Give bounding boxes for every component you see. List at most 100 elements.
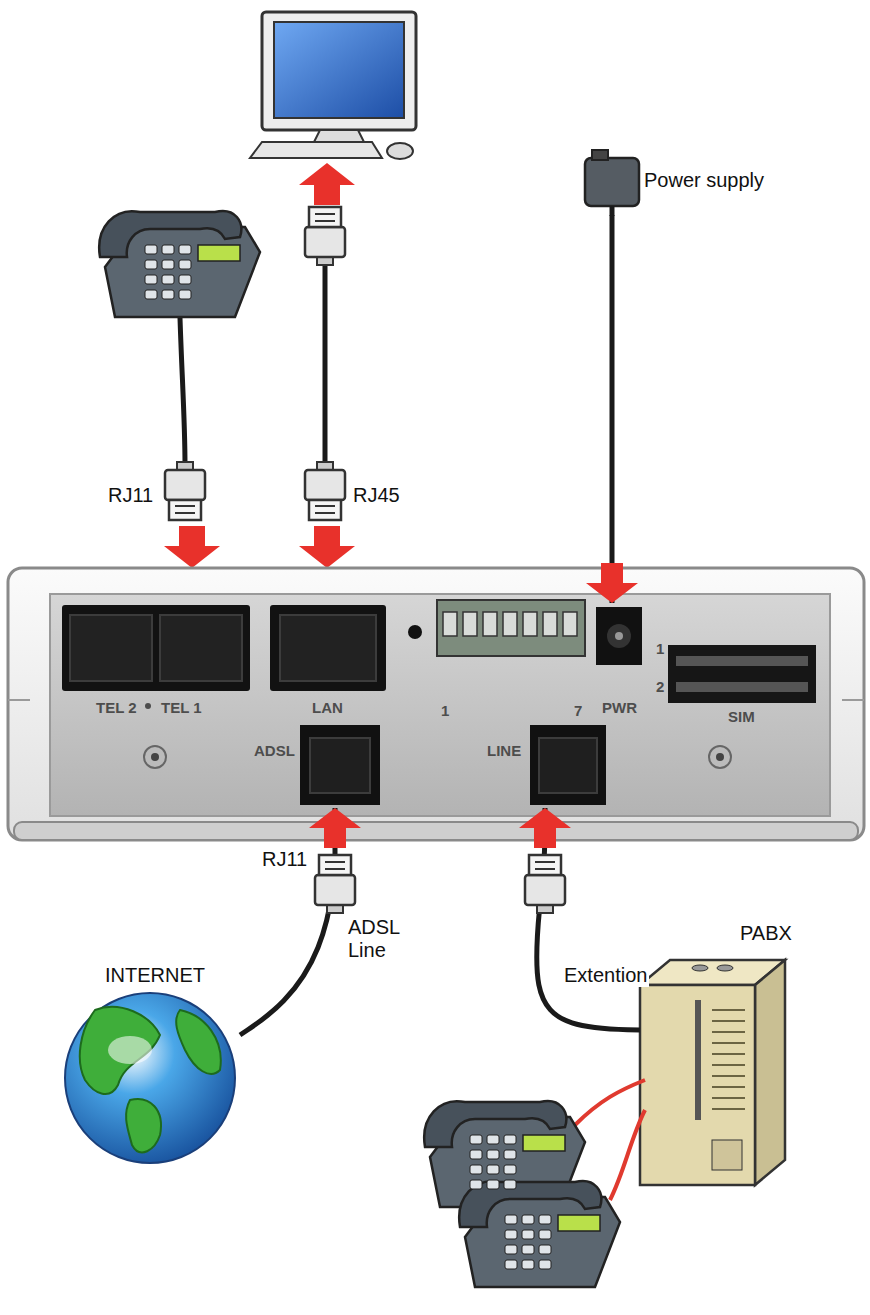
node-label: PABX [740,922,792,945]
red-arrow [299,526,355,568]
sim-slot-number: 1 [656,640,664,657]
keypad [505,1260,517,1269]
extension-phones [459,1181,620,1287]
vent-slots [712,1075,745,1077]
gateway-housing [615,632,623,640]
power-adapter [585,150,639,216]
keypad [539,1230,551,1239]
gateway-housing [668,645,816,703]
gateway-housing [676,656,808,666]
red-arrow [299,163,355,205]
gateway-housing [716,753,724,761]
keypad [504,1165,516,1174]
pabx-cabinet [695,1000,701,1120]
node-label: Power supply [644,169,764,192]
keypad [145,245,157,254]
terminal-block [443,612,577,636]
power-adapter [592,150,608,160]
gateway-housing [842,699,864,701]
keypad [505,1215,517,1224]
gateway-housing [709,746,731,768]
gateway-housing [539,738,597,793]
keypad [522,1260,534,1269]
vent-slots [712,1031,745,1033]
keypad [505,1245,517,1254]
pabx-cabinet [717,965,733,971]
keypad [470,1135,482,1144]
line-port: LINE [483,722,609,808]
cable-label: Extention [562,964,649,987]
cable-connector [240,808,335,1035]
keypad [522,1245,534,1254]
terminal-block [523,612,537,636]
cable-connector [537,808,640,1030]
keypad [162,245,174,254]
terminal-number: 1 [441,702,449,719]
gateway-housing [50,594,830,816]
computer [262,12,416,130]
power-adapter [610,206,615,216]
lan-cable [305,207,345,520]
vent-slots [712,1108,745,1110]
pabx-unit: PABX [640,920,800,1185]
gateway-housing [676,682,808,692]
sim-label: SIM [728,708,755,725]
terminal-block [483,612,497,636]
extension-phones [610,1110,645,1200]
keypad [522,1215,534,1224]
terminal-block [563,612,577,636]
keypad [539,1215,551,1224]
node-label: INTERNET [105,964,205,987]
lan-cable [305,207,345,265]
computer [250,142,382,158]
sim-slot-number: 2 [656,678,664,695]
keypad [145,245,551,1269]
keypad [145,260,157,269]
pabx-cabinet [692,965,708,971]
gateway-housing [62,605,250,691]
gateway-housing [310,738,370,793]
plug-type: RJ11 [108,484,153,507]
telephone [99,211,260,520]
gateway-housing [144,746,166,768]
keypad [179,275,191,284]
keypad [522,1230,534,1239]
rj-plug [525,855,565,913]
gateway-housing [8,568,864,840]
power-adapter: Power supply [570,145,810,215]
node-label: PWR [602,699,637,716]
keypad [179,290,191,299]
gateway-housing [145,703,151,709]
gateway-housing [280,615,376,681]
power-port: PWR [590,603,646,721]
pabx-cabinet [640,960,785,1185]
gateway-housing [596,607,642,665]
node-label: TEL 2 [96,699,137,716]
keypad [470,1150,482,1159]
gateway-housing [437,600,585,656]
gateway-housing [8,699,30,701]
telephone [180,318,185,466]
node-label: TEL 1 [161,699,202,716]
adsl-port: ADSL [250,722,386,808]
globe [80,1007,160,1094]
internet-globe: INTERNET [60,960,240,1165]
gateway-housing [408,625,422,639]
computer [250,12,416,159]
keypad [179,245,191,254]
terminal-block [503,612,517,636]
keypad [145,290,157,299]
keypad [179,260,191,269]
vent-slots [712,1097,745,1099]
computer [314,130,364,142]
vent-slots [712,1020,745,1022]
lan-cable [305,462,345,520]
gateway-housing [70,615,152,681]
gateway-housing [607,624,631,648]
keypad [539,1260,551,1269]
lan-cable [323,258,328,466]
plug-type: RJ45 [353,484,400,507]
